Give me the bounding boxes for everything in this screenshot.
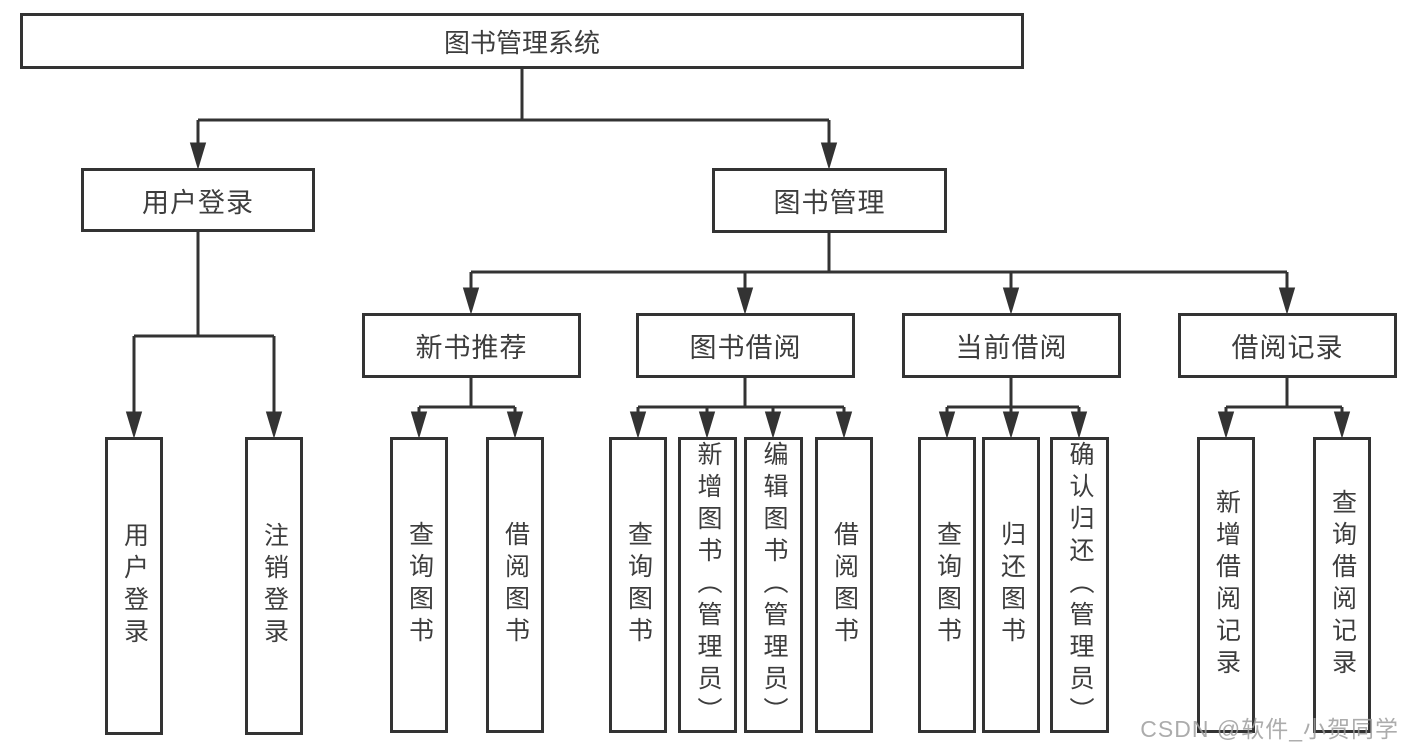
- node-leaf-borrow-books-1-label: 借阅图书: [501, 521, 530, 649]
- node-leaf-query-books-3: 查询图书: [918, 437, 976, 733]
- node-leaf-borrow-books-2-label: 借阅图书: [830, 521, 859, 649]
- node-borrowing-records-label: 借阅记录: [1231, 333, 1344, 363]
- node-leaf-confirm-return-admin: 确认归还（管理员）: [1050, 437, 1109, 733]
- node-user-login-label: 用户登录: [142, 187, 254, 218]
- node-book-management-label: 图书管理: [773, 188, 886, 218]
- node-leaf-query-books-1: 查询图书: [390, 437, 448, 733]
- node-leaf-query-books-2-label: 查询图书: [624, 521, 653, 649]
- node-leaf-return-books: 归还图书: [982, 437, 1040, 733]
- node-library-system: 图书管理系统: [20, 13, 1024, 69]
- node-leaf-return-books-label: 归还图书: [997, 521, 1026, 649]
- node-borrowing-records: 借阅记录: [1178, 313, 1397, 378]
- node-leaf-add-books-admin-label: 新增图书（管理员）: [694, 441, 722, 729]
- node-current-borrowing-label: 当前借阅: [955, 333, 1068, 363]
- csdn-watermark: CSDN @软件_小贺同学: [1140, 716, 1399, 742]
- node-leaf-logout: 注销登录: [245, 437, 303, 735]
- node-leaf-add-borrow-record-label: 新增借阅记录: [1212, 489, 1241, 681]
- node-library-system-label: 图书管理系统: [443, 27, 600, 58]
- node-leaf-add-books-admin: 新增图书（管理员）: [678, 437, 737, 733]
- node-book-management: 图书管理: [712, 168, 947, 233]
- node-leaf-query-books-1-label: 查询图书: [405, 521, 434, 649]
- node-leaf-user-login: 用户登录: [105, 437, 163, 735]
- node-leaf-query-books-2: 查询图书: [609, 437, 667, 733]
- node-leaf-add-borrow-record: 新增借阅记录: [1197, 437, 1255, 733]
- node-leaf-confirm-return-admin-label: 确认归还（管理员）: [1066, 441, 1094, 729]
- node-leaf-query-books-3-label: 查询图书: [933, 521, 962, 649]
- node-leaf-edit-books-admin: 编辑图书（管理员）: [744, 437, 803, 733]
- node-leaf-borrow-books-2: 借阅图书: [815, 437, 873, 733]
- node-book-borrowing: 图书借阅: [636, 313, 855, 378]
- node-leaf-borrow-books-1: 借阅图书: [486, 437, 544, 733]
- node-leaf-query-borrow-record: 查询借阅记录: [1313, 437, 1371, 733]
- node-leaf-edit-books-admin-label: 编辑图书（管理员）: [760, 441, 788, 729]
- node-leaf-logout-label: 注销登录: [260, 522, 289, 650]
- node-new-book-recommend: 新书推荐: [362, 313, 581, 378]
- node-user-login: 用户登录: [81, 168, 315, 232]
- node-current-borrowing: 当前借阅: [902, 313, 1121, 378]
- node-new-book-recommend-label: 新书推荐: [415, 333, 528, 363]
- node-leaf-query-borrow-record-label: 查询借阅记录: [1328, 489, 1357, 681]
- node-book-borrowing-label: 图书借阅: [689, 333, 802, 363]
- node-leaf-user-login-label: 用户登录: [120, 522, 149, 650]
